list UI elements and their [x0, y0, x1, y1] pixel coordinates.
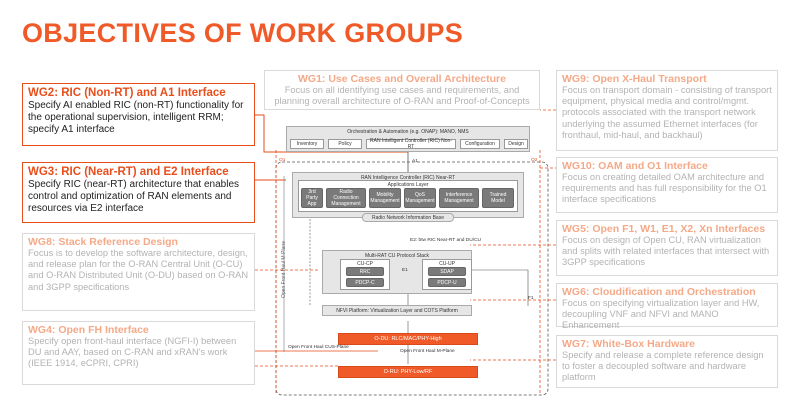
app-label: QoS Management	[405, 192, 435, 204]
orch-module-ric-non-rt: RAN Intelligent Controller (RIC) Non-RT	[366, 138, 456, 150]
m-plane-label: Open Front Haul M-Plane	[400, 349, 455, 354]
wg9-heading: WG9: Open X-Haul Transport	[562, 73, 707, 85]
o-ru-block: O-RU: PHY-Low/RF	[338, 366, 478, 378]
wg10-body: Focus on creating detailed OAM architect…	[562, 172, 767, 205]
f1-right-line	[470, 269, 529, 306]
cus-plane-label: Open Front Haul CUS-Plane	[288, 345, 349, 350]
cu-cp-item: RRC	[359, 268, 371, 275]
wg6-body: Focus on specifying virtualization layer…	[562, 298, 760, 331]
e2-label: E2: btw RIC Near-RT and DU/CU	[410, 238, 481, 243]
orch-module-label: RAN Intelligent Controller (RIC) Non-RT	[370, 138, 452, 150]
cu-up-title: CU-UP	[439, 261, 455, 267]
orch-module-inventory: Inventory	[290, 139, 324, 149]
app-label: 3rd Party App	[306, 189, 318, 207]
wg4-body: Specify open front-haul interface (NGFI-…	[28, 336, 237, 369]
o-du-block: O-DU: RLC/MAC/PHY-High	[338, 333, 478, 345]
wg7-body: Specify and release a complete reference…	[562, 350, 764, 383]
wg1-heading: WG1: Use Cases and Overall Architecture	[298, 73, 506, 85]
wg3-heading: WG3: RIC (Near-RT) and E2 Interface	[28, 166, 229, 178]
app-label: Interference Management	[444, 192, 474, 204]
app-trained-model: Trained Model	[482, 188, 514, 208]
app-label: Trained Model	[489, 192, 507, 204]
cu-cp-item: PDCP-C	[355, 279, 375, 286]
wg1-body: Focus on all identifying use cases and r…	[274, 85, 530, 107]
orch-module-configuration: Configuration	[460, 139, 500, 149]
cu-up-item: SDAP	[440, 268, 454, 275]
app-radio-connection: Radio Connection Management	[326, 188, 366, 208]
cu-cp-title: CU-CP	[357, 261, 373, 267]
wg9-body: Focus on transport domain - consisting o…	[562, 85, 772, 140]
wg5-box: WG5: Open F1, W1, E1, X2, Xn Interfaces …	[556, 220, 778, 276]
e1-label: E1	[402, 268, 408, 273]
applications-layer-label: Applications Layer	[387, 182, 429, 188]
cu-up-pdcp-u: PDCP-U	[428, 278, 466, 287]
app-mobility: Mobility Management	[369, 188, 401, 208]
cu-cp-rrc: RRC	[346, 267, 384, 276]
near-rt-ric-title: RAN Intelligence Controller (RIC) Near-R…	[360, 175, 456, 181]
wg2-box: WG2: RIC (Non-RT) and A1 Interface Speci…	[22, 83, 255, 146]
wg7-box: WG7: White-Box Hardware Specify and rele…	[556, 335, 778, 388]
nfvi-label: NFVI Platform: Virtualization Layer and …	[336, 307, 458, 314]
o-ru-label: O-RU: PHY-Low/RF	[383, 369, 433, 375]
wg8-heading: WG8: Stack Reference Design	[28, 236, 178, 248]
wg3-box: WG3: RIC (Near-RT) and E2 Interface Spec…	[22, 162, 255, 223]
orch-module-policy: Policy	[328, 139, 362, 149]
wg6-heading: WG6: Cloudification and Orchestration	[562, 286, 756, 298]
wg5-body: Focus on design of Open CU, RAN virtuali…	[562, 235, 770, 268]
orch-module-label: Inventory	[296, 141, 318, 147]
wg9-box: WG9: Open X-Haul Transport Focus on tran…	[556, 70, 778, 151]
app-qos: QoS Management	[404, 188, 436, 208]
orch-module-label: Design	[508, 141, 524, 147]
o2-label: O2	[531, 158, 538, 163]
wg4-heading: WG4: Open FH Interface	[28, 324, 149, 336]
o-du-label: O-DU: RLC/MAC/PHY-High	[374, 336, 442, 342]
f1-label: F1	[528, 296, 534, 301]
wg6-box: WG6: Cloudification and Orchestration Fo…	[556, 283, 778, 330]
orch-module-label: Configuration	[465, 141, 495, 147]
app-third-party: 3rd Party App	[301, 188, 323, 208]
m-plane-vertical-label: Open Front Haul M-Plane	[281, 241, 287, 298]
cu-stack-title: Multi-RAT CU Protocol Stack	[365, 253, 429, 259]
wg2-heading: WG2: RIC (Non-RT) and A1 Interface	[28, 87, 226, 99]
rnib-label: Radio Network Information Base	[372, 214, 444, 221]
wg5-heading: WG5: Open F1, W1, E1, X2, Xn Interfaces	[562, 223, 766, 235]
orch-module-design: Design	[504, 139, 528, 149]
wg2-body: Specify AI enabled RIC (non-RT) function…	[28, 100, 244, 136]
orchestration-title: Orchestration & Automation (e.g. ONAP): …	[347, 129, 469, 135]
wg10-heading: WG10: OAM and O1 Interface	[562, 160, 708, 172]
wg8-box: WG8: Stack Reference Design Focus is to …	[22, 233, 255, 311]
app-label: Radio Connection Management	[331, 189, 361, 207]
app-label: Mobility Management	[370, 192, 400, 204]
wg10-box: WG10: OAM and O1 Interface Focus on crea…	[556, 157, 778, 213]
wg7-heading: WG7: White-Box Hardware	[562, 338, 696, 350]
cu-cp-pdcp-c: PDCP-C	[346, 278, 384, 287]
page-title: OBJECTIVES OF WORK GROUPS	[22, 18, 464, 48]
cu-up-item: PDCP-U	[437, 279, 457, 286]
o1-label: O1	[279, 158, 286, 163]
wg4-box: WG4: Open FH Interface Specify open fron…	[22, 321, 255, 385]
orch-module-label: Policy	[338, 141, 352, 147]
a1-label: A1	[412, 159, 418, 164]
app-interference: Interference Management	[439, 188, 479, 208]
cu-up-sdap: SDAP	[428, 267, 466, 276]
wg1-box: WG1: Use Cases and Overall Architecture …	[264, 70, 540, 110]
radio-network-info-base: Radio Network Information Base	[362, 213, 454, 222]
nfvi-platform: NFVI Platform: Virtualization Layer and …	[322, 305, 472, 316]
wg8-body: Focus is to develop the software archite…	[28, 248, 249, 292]
wg3-body: Specify RIC (near-RT) architecture that …	[28, 179, 240, 215]
